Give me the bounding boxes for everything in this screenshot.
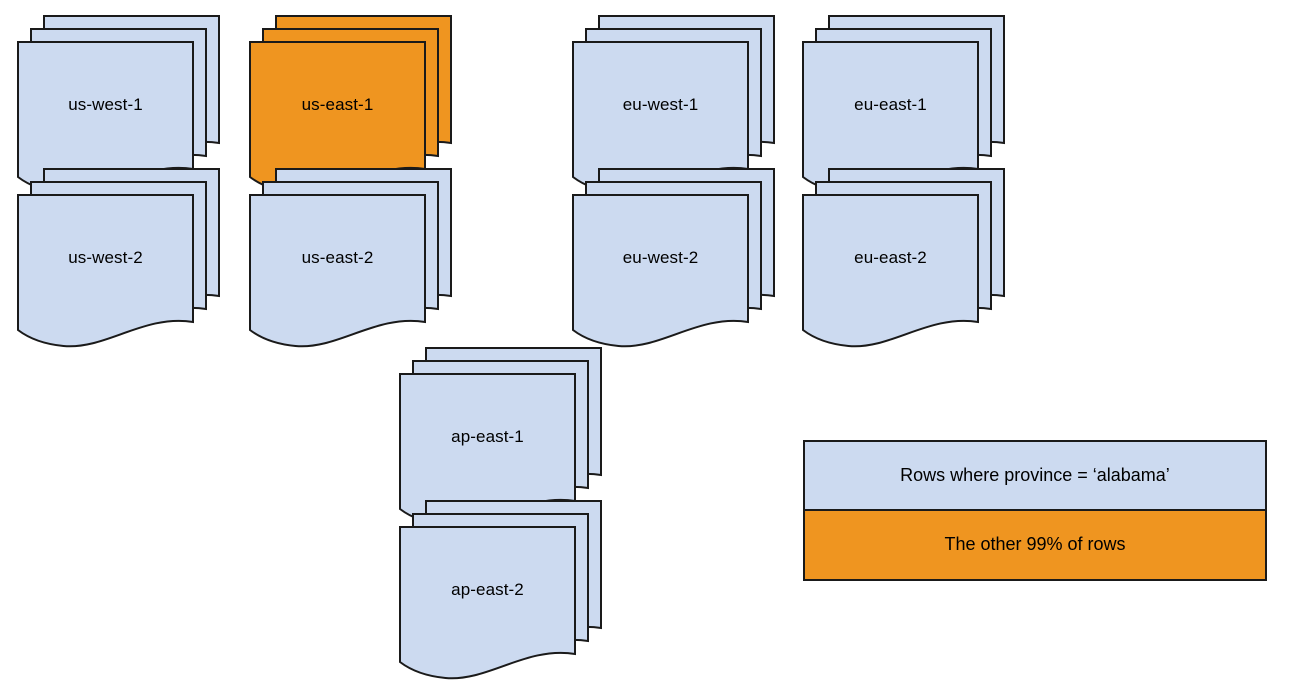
document-sheet-front (399, 526, 576, 680)
document-stack-shape (249, 15, 452, 195)
document-stack-shape (399, 347, 602, 527)
document-stack-eu-east-2[interactable]: eu-east-2 (802, 168, 1033, 354)
document-stack-shape (572, 15, 775, 195)
document-sheet-front (572, 194, 749, 348)
legend-label-orange: The other 99% of rows (944, 534, 1126, 555)
document-stack-us-west-2[interactable]: us-west-2 (17, 168, 248, 354)
document-stack-ap-east-2[interactable]: ap-east-2 (399, 500, 630, 686)
document-stack-us-west-1[interactable]: us-west-1 (17, 15, 248, 201)
document-stack-shape (572, 168, 775, 348)
document-stack-us-east-2[interactable]: us-east-2 (249, 168, 480, 354)
document-sheet-front (802, 194, 979, 348)
document-stack-ap-east-1[interactable]: ap-east-1 (399, 347, 630, 533)
legend-row-orange: The other 99% of rows (805, 510, 1265, 579)
legend: Rows where province = ‘alabama’ The othe… (803, 440, 1267, 581)
legend-label-blue: Rows where province = ‘alabama’ (900, 464, 1170, 485)
document-stack-eu-west-2[interactable]: eu-west-2 (572, 168, 803, 354)
document-sheet-front (17, 194, 194, 348)
legend-row-blue: Rows where province = ‘alabama’ (805, 442, 1265, 511)
document-stack-shape (17, 15, 220, 195)
document-stack-us-east-1[interactable]: us-east-1 (249, 15, 480, 201)
document-stack-shape (399, 500, 602, 680)
document-stack-eu-west-1[interactable]: eu-west-1 (572, 15, 803, 201)
document-sheet-front (249, 194, 426, 348)
document-stack-shape (249, 168, 452, 348)
document-stack-shape (802, 168, 1005, 348)
document-stack-shape (802, 15, 1005, 195)
document-stack-shape (17, 168, 220, 348)
